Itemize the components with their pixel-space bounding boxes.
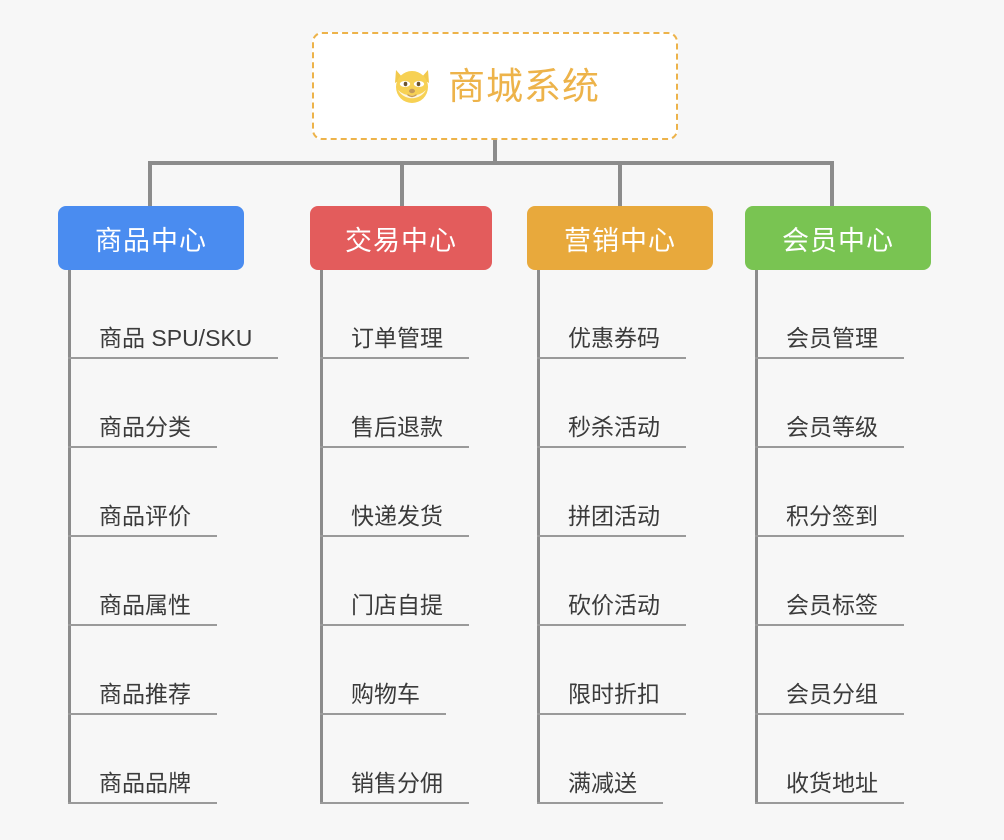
branch-items-4: 会员管理 会员等级 积分签到 会员标签 会员分组 收货地址: [755, 270, 941, 804]
leaf-item[interactable]: 满减送: [537, 715, 723, 804]
leaf-item[interactable]: 会员管理: [755, 270, 941, 359]
leaf-item-label: 会员管理: [755, 326, 904, 359]
connector-root-stem: [493, 140, 497, 164]
leaf-item[interactable]: 商品推荐: [68, 626, 254, 715]
branch-spine-2: [320, 270, 323, 804]
branch-header-1[interactable]: 商品中心: [58, 206, 244, 270]
root-title: 商城系统: [448, 65, 600, 107]
leaf-item[interactable]: 会员分组: [755, 626, 941, 715]
leaf-item[interactable]: 商品品牌: [68, 715, 254, 804]
leaf-item-label: 商品 SPU/SKU: [68, 326, 279, 359]
leaf-item-label: 满减送: [537, 771, 663, 804]
leaf-item-label: 门店自提: [320, 593, 469, 626]
leaf-item[interactable]: 商品属性: [68, 537, 254, 626]
leaf-item[interactable]: 拼团活动: [537, 448, 723, 537]
leaf-item[interactable]: 销售分佣: [320, 715, 502, 804]
leaf-item-label: 商品分类: [68, 415, 217, 448]
leaf-item[interactable]: 订单管理: [320, 270, 502, 359]
leaf-item-label: 销售分佣: [320, 771, 469, 804]
leaf-item[interactable]: 优惠券码: [537, 270, 723, 359]
leaf-item[interactable]: 砍价活动: [537, 537, 723, 626]
branch-spine-1: [68, 270, 71, 804]
branch-header-3[interactable]: 营销中心: [527, 206, 713, 270]
leaf-item[interactable]: 商品分类: [68, 359, 254, 448]
connector-drop-4: [830, 161, 834, 206]
branch-header-1-label: 商品中心: [95, 225, 207, 256]
leaf-item-label: 积分签到: [755, 504, 904, 537]
branch-items-3: 优惠券码 秒杀活动 拼团活动 砍价活动 限时折扣 满减送: [537, 270, 723, 804]
connector-horizontal-bus: [148, 161, 834, 165]
branch-column-3: 营销中心 优惠券码 秒杀活动 拼团活动 砍价活动 限时折扣 满减送: [527, 206, 713, 804]
branch-column-2: 交易中心 订单管理 售后退款 快递发货 门店自提 购物车 销售分佣: [310, 206, 492, 804]
leaf-item[interactable]: 积分签到: [755, 448, 941, 537]
leaf-item-label: 商品推荐: [68, 682, 217, 715]
leaf-item-label: 秒杀活动: [537, 415, 686, 448]
leaf-item-label: 会员等级: [755, 415, 904, 448]
branch-header-2[interactable]: 交易中心: [310, 206, 492, 270]
branch-spine-3: [537, 270, 540, 804]
leaf-item-label: 快递发货: [320, 504, 469, 537]
leaf-item[interactable]: 会员标签: [755, 537, 941, 626]
leaf-item[interactable]: 商品评价: [68, 448, 254, 537]
leaf-item-label: 拼团活动: [537, 504, 686, 537]
leaf-item[interactable]: 商品 SPU/SKU: [68, 270, 279, 359]
leaf-item-label: 优惠券码: [537, 326, 686, 359]
branch-items-1: 商品 SPU/SKU 商品分类 商品评价 商品属性 商品推荐 商品品牌: [68, 270, 279, 804]
leaf-item[interactable]: 快递发货: [320, 448, 502, 537]
leaf-item-label: 会员标签: [755, 593, 904, 626]
root-node[interactable]: 商城系统: [312, 32, 678, 140]
leaf-item[interactable]: 购物车: [320, 626, 502, 715]
leaf-item[interactable]: 会员等级: [755, 359, 941, 448]
branch-items-2: 订单管理 售后退款 快递发货 门店自提 购物车 销售分佣: [320, 270, 502, 804]
branch-column-4: 会员中心 会员管理 会员等级 积分签到 会员标签 会员分组 收货地址: [745, 206, 931, 804]
leaf-item[interactable]: 售后退款: [320, 359, 502, 448]
leaf-item-label: 商品属性: [68, 593, 217, 626]
leaf-item-label: 会员分组: [755, 682, 904, 715]
shiba-dog-face-icon: [395, 70, 429, 103]
leaf-item-label: 商品评价: [68, 504, 217, 537]
connector-drop-1: [148, 161, 152, 206]
connector-drop-3: [618, 161, 622, 206]
branch-header-4-label: 会员中心: [782, 225, 894, 256]
branch-header-2-label: 交易中心: [345, 225, 457, 256]
connector-drop-2: [400, 161, 404, 206]
leaf-item[interactable]: 门店自提: [320, 537, 502, 626]
branch-column-1: 商品中心 商品 SPU/SKU 商品分类 商品评价 商品属性 商品推荐 商品品牌: [58, 206, 279, 804]
branch-spine-4: [755, 270, 758, 804]
leaf-item-label: 限时折扣: [537, 682, 686, 715]
leaf-item[interactable]: 收货地址: [755, 715, 941, 804]
leaf-item-label: 砍价活动: [537, 593, 686, 626]
leaf-item-label: 收货地址: [755, 771, 904, 804]
leaf-item[interactable]: 限时折扣: [537, 626, 723, 715]
leaf-item[interactable]: 秒杀活动: [537, 359, 723, 448]
branch-header-4[interactable]: 会员中心: [745, 206, 931, 270]
leaf-item-label: 售后退款: [320, 415, 469, 448]
branch-header-3-label: 营销中心: [564, 225, 676, 256]
leaf-item-label: 购物车: [320, 682, 446, 715]
leaf-item-label: 商品品牌: [68, 771, 217, 804]
leaf-item-label: 订单管理: [320, 326, 469, 359]
